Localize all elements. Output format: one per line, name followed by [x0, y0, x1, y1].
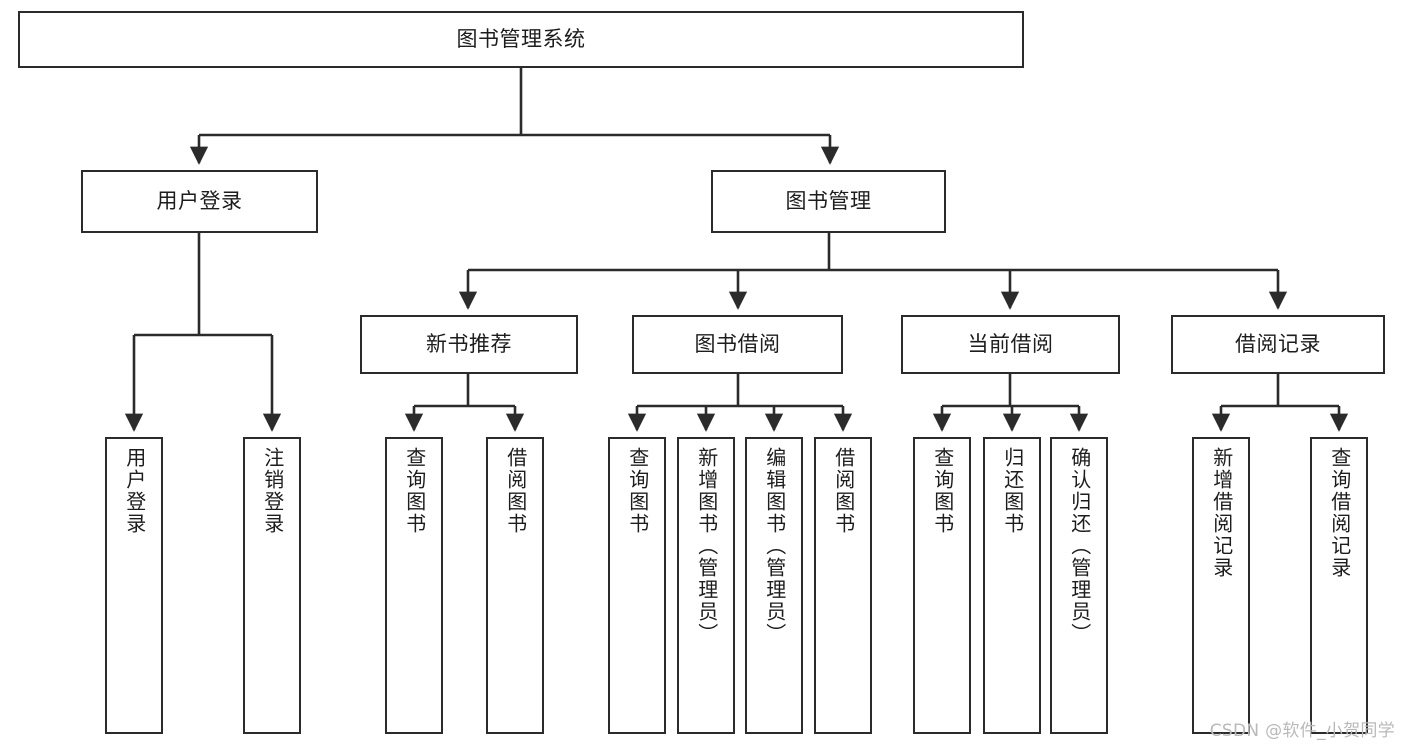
- node-leaf-query-book-rec[interactable]: 查询图书: [385, 437, 443, 734]
- node-book-manage-label: 图书管理: [785, 189, 872, 214]
- node-leaf-query-book-rec-label: 查询图书: [402, 447, 427, 535]
- node-book-manage[interactable]: 图书管理: [711, 170, 946, 233]
- node-leaf-add-record[interactable]: 新增借阅记录: [1192, 437, 1250, 734]
- node-leaf-user-login[interactable]: 用户登录: [105, 437, 163, 734]
- node-leaf-confirm-return[interactable]: 确认归还（管理员）: [1050, 437, 1108, 734]
- node-book-borrow[interactable]: 图书借阅: [632, 315, 843, 374]
- node-leaf-edit-book-label: 编辑图书（管理员）: [762, 447, 787, 645]
- node-leaf-borrow-book-label: 借阅图书: [831, 447, 856, 535]
- node-borrow-record-label: 借阅记录: [1235, 332, 1321, 357]
- node-book-borrow-label: 图书借阅: [694, 332, 781, 357]
- node-leaf-logout-label: 注销登录: [260, 447, 285, 535]
- node-root-label: 图书管理系统: [456, 27, 586, 52]
- node-user-login[interactable]: 用户登录: [81, 170, 318, 233]
- node-leaf-return-book[interactable]: 归还图书: [983, 437, 1041, 734]
- node-leaf-query-book-borrow-label: 查询图书: [625, 447, 650, 535]
- node-leaf-return-book-label: 归还图书: [1000, 447, 1025, 535]
- node-borrow-record[interactable]: 借阅记录: [1171, 315, 1385, 374]
- node-leaf-borrow-book-rec-label: 借阅图书: [503, 447, 528, 535]
- node-leaf-query-record[interactable]: 查询借阅记录: [1310, 437, 1368, 734]
- node-current-borrow[interactable]: 当前借阅: [901, 315, 1120, 374]
- node-leaf-query-book-borrow[interactable]: 查询图书: [608, 437, 666, 734]
- node-current-borrow-label: 当前借阅: [967, 332, 1054, 357]
- node-leaf-user-login-label: 用户登录: [122, 447, 147, 535]
- node-leaf-add-record-label: 新增借阅记录: [1209, 447, 1234, 579]
- node-leaf-borrow-book-rec[interactable]: 借阅图书: [486, 437, 544, 734]
- csdn-watermark: CSDN @软件_小贺同学: [1209, 721, 1395, 741]
- node-leaf-query-record-label: 查询借阅记录: [1327, 447, 1352, 579]
- node-leaf-query-book-cur[interactable]: 查询图书: [913, 437, 971, 734]
- node-leaf-add-book-label: 新增图书（管理员）: [694, 447, 719, 645]
- node-user-login-label: 用户登录: [156, 189, 243, 214]
- node-leaf-logout[interactable]: 注销登录: [243, 437, 301, 734]
- node-leaf-add-book[interactable]: 新增图书（管理员）: [677, 437, 735, 734]
- node-new-book-rec-label: 新书推荐: [426, 332, 512, 357]
- node-root[interactable]: 图书管理系统: [18, 11, 1024, 68]
- node-leaf-query-book-cur-label: 查询图书: [930, 447, 955, 535]
- node-leaf-confirm-return-label: 确认归还（管理员）: [1067, 447, 1092, 645]
- node-leaf-edit-book[interactable]: 编辑图书（管理员）: [745, 437, 803, 734]
- node-new-book-rec[interactable]: 新书推荐: [360, 315, 578, 374]
- node-leaf-borrow-book[interactable]: 借阅图书: [814, 437, 872, 734]
